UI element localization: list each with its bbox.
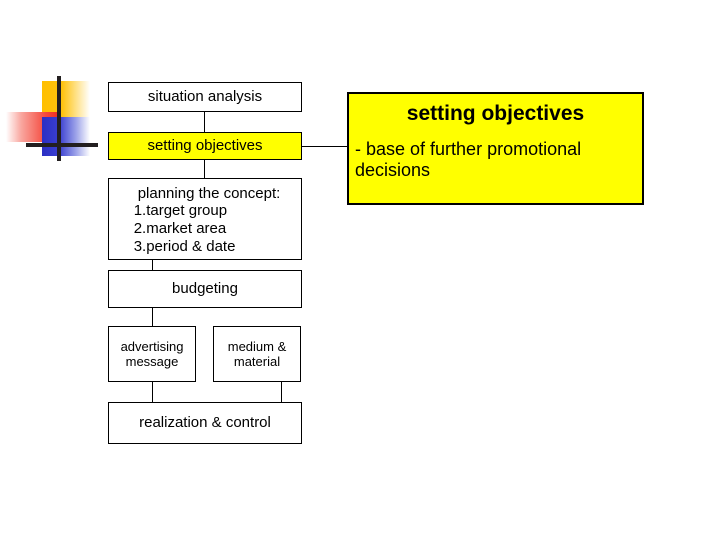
flow-box-realization-control[interactable]: realization & control	[108, 402, 302, 444]
connector-medium-to-realization	[281, 382, 282, 402]
flow-box-label-line2: message	[125, 354, 179, 369]
flow-box-label: situation analysis	[147, 88, 263, 106]
flow-box-label: realization & control	[139, 414, 271, 432]
logo-horizontal-line	[26, 143, 98, 147]
flow-box-advertising-message[interactable]: advertising message	[108, 326, 196, 382]
flow-box-label-line1: advertising	[120, 338, 184, 354]
flow-box-label: budgeting	[172, 280, 238, 298]
decorative-logo	[0, 60, 110, 170]
connector-budgeting-to-advertising	[152, 308, 153, 326]
flow-box-label: planning the concept:	[137, 184, 281, 202]
logo-vertical-line	[57, 76, 61, 161]
callout-body: - base of further promotional decisions	[355, 139, 582, 180]
callout-title: setting objectives	[406, 102, 585, 125]
connector-situation-to-objectives	[204, 112, 205, 132]
flow-box-label: setting objectives	[147, 137, 263, 155]
planning-item-2: 2.market area	[133, 220, 227, 237]
flow-box-medium-material[interactable]: medium & material	[213, 326, 301, 382]
callout-setting-objectives[interactable]: setting objectives - base of further pro…	[347, 92, 644, 205]
flow-box-label-line2: material	[233, 354, 281, 369]
flow-box-label-line1: medium &	[227, 338, 287, 354]
planning-item-3: 3.period & date	[133, 237, 236, 255]
flow-box-planning-the-concept[interactable]: planning the concept: 1.target group 2.m…	[108, 178, 302, 260]
logo-blue-rectangle	[42, 117, 90, 156]
connector-objectives-to-planning	[204, 160, 205, 178]
connector-advertising-to-realization	[152, 382, 153, 402]
connector-planning-to-budgeting	[152, 260, 153, 270]
connector-objectives-to-callout	[302, 146, 348, 147]
flow-box-budgeting[interactable]: budgeting	[108, 270, 302, 308]
flow-box-situation-analysis[interactable]: situation analysis	[108, 82, 302, 112]
planning-item-1: 1.target group	[133, 202, 228, 220]
flow-box-setting-objectives[interactable]: setting objectives	[108, 132, 302, 160]
